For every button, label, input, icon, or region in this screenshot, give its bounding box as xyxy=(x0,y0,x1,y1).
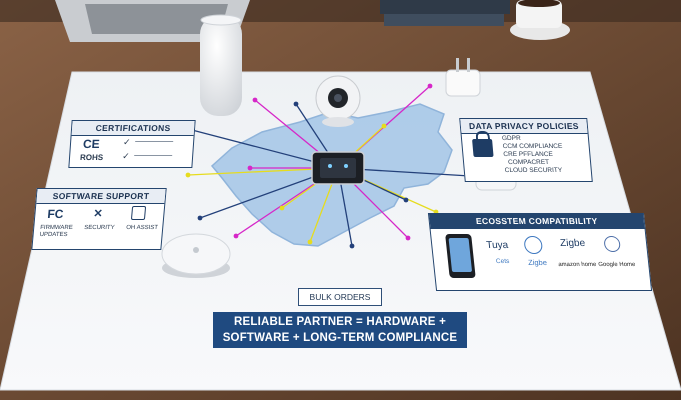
google-home-icon xyxy=(603,236,621,252)
zigbe-small-logo: Zigbe xyxy=(527,258,548,267)
gdpr-item: GDPR xyxy=(501,135,522,142)
phone-icon xyxy=(445,234,476,278)
slogan-line-1: RELIABLE PARTNER = HARDWARE + xyxy=(234,316,446,328)
slogan-banner: RELIABLE PARTNER = HARDWARE + SOFTWARE +… xyxy=(213,312,467,348)
amazon-home-logo: amazon home xyxy=(558,262,597,268)
data-privacy-panel: DATA PRIVACY POLICIES GDPR CCM COMPLIANC… xyxy=(459,118,593,182)
ecosystem-panel: ECOSSTEM COMPATIBILITY Tuya Cets Zigbe Z… xyxy=(427,213,653,291)
hub-device xyxy=(311,151,365,185)
ecosystem-title: ECOSSTEM COMPATIBILITY xyxy=(429,214,645,229)
cre-pfflance-item: CRE PFFLANCE xyxy=(503,151,554,158)
slogan-line-2: SOFTWARE + LONG-TERM COMPLIANCE xyxy=(222,332,458,344)
firmware-updates-label: FIRMWARE UPDATES xyxy=(39,225,73,238)
matter-icon xyxy=(523,236,544,254)
zigbe-big-logo: Zigbe xyxy=(559,238,586,249)
tuya-logo: Tuya xyxy=(485,240,509,251)
books-graphic xyxy=(380,0,510,26)
fc-mark-icon: FC xyxy=(46,207,65,221)
certifications-title: CERTIFICATIONS xyxy=(71,121,195,136)
smart-plug-graphic xyxy=(445,58,481,97)
google-home-logo: Google Home xyxy=(598,262,636,268)
wrench-icon: ✕ xyxy=(92,208,104,220)
round-device-graphic xyxy=(161,233,231,278)
smart-speaker-graphic xyxy=(200,14,242,116)
checklist-line xyxy=(134,155,173,156)
bulk-orders-label: BULK ORDERS xyxy=(298,288,382,306)
camera-graphic xyxy=(315,75,361,127)
cets-logo: Cets xyxy=(495,258,510,265)
software-support-panel: SOFTWARE SUPPORT FC ✕ FIRMWARE UPDATES S… xyxy=(31,188,167,250)
device-icon xyxy=(130,206,147,220)
software-support-title: SOFTWARE SUPPORT xyxy=(36,189,166,204)
phone-screen xyxy=(448,238,473,272)
ce-mark-icon: CE xyxy=(82,137,101,151)
oh-assist-label: OH ASSIST xyxy=(125,225,159,231)
checklist-icon: ✓ xyxy=(121,151,131,161)
ccm-compliance-item: CCM COMPLIANCE xyxy=(502,143,563,150)
coffee-cup-graphic xyxy=(510,0,570,40)
lock-shackle-icon xyxy=(475,131,491,143)
checklist-icon: ✓ xyxy=(122,137,132,147)
cloud-security-item: CLOUD SECURITY xyxy=(504,167,563,174)
compacret-item: COMPACRET xyxy=(507,159,550,166)
rohs-label: ROHS xyxy=(79,153,104,162)
security-label: SECURITY xyxy=(83,225,115,231)
certifications-panel: CERTIFICATIONS CE ROHS ✓ ✓ xyxy=(68,120,196,168)
checklist-line xyxy=(135,141,174,142)
